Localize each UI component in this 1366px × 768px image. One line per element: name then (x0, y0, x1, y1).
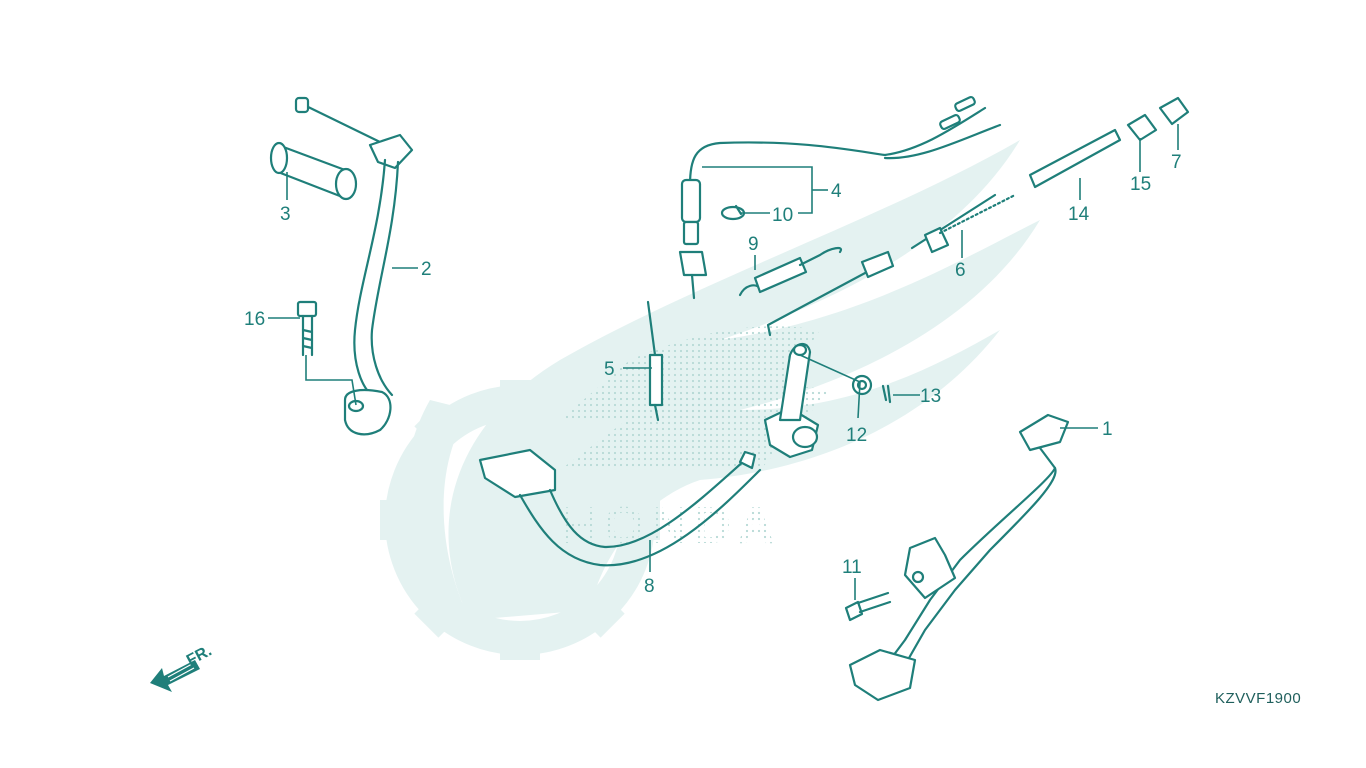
callout-3: 3 (280, 204, 291, 225)
kick-starter-arm (294, 96, 414, 436)
stop-switch-cable (678, 96, 1002, 300)
joint-15 (1126, 113, 1158, 142)
spring-9 (738, 246, 843, 297)
callout-8: 8 (644, 576, 655, 597)
callout-11: 11 (842, 557, 862, 578)
callout-16: 16 (244, 309, 265, 330)
callout-1: 1 (1102, 419, 1113, 440)
brake-pedal-front (848, 413, 1070, 702)
callout-4: 4 (831, 181, 842, 202)
callout-10: 10 (772, 205, 793, 226)
callout-15: 15 (1130, 174, 1151, 195)
brake-rod (766, 193, 1017, 337)
spring-14 (1028, 128, 1122, 189)
leader-lines (268, 124, 1179, 600)
front-direction-arrow: FR. (150, 642, 215, 692)
kick-rubber-grip (269, 141, 358, 201)
callout-12: 12 (846, 425, 867, 446)
callout-6: 6 (955, 260, 966, 281)
washer-12 (851, 374, 873, 396)
callout-labels: 1 2 3 4 5 6 7 8 9 10 11 12 13 14 15 16 (244, 152, 1182, 597)
callout-14: 14 (1068, 204, 1090, 225)
callout-7: 7 (1171, 152, 1182, 173)
bolt-16 (296, 300, 318, 357)
callout-9: 9 (748, 234, 759, 255)
nut-7 (1158, 96, 1190, 126)
callout-2: 2 (421, 259, 432, 280)
spring-5 (646, 300, 664, 422)
callout-13: 13 (920, 386, 941, 407)
callout-5: 5 (604, 359, 615, 380)
drawing-code: KZVVF1900 (1215, 690, 1302, 707)
cotter-pin-13 (881, 384, 892, 404)
bolt-11 (844, 591, 892, 622)
brake-pedal-rear (478, 343, 820, 567)
